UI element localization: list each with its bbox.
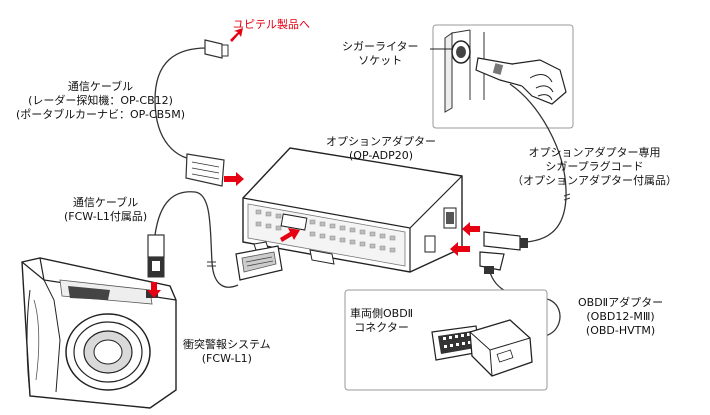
- arrow-obd: [450, 242, 470, 256]
- comm-cable-top-plug-b: [185, 153, 225, 187]
- cigar-socket-label: シガーライター ソケット: [342, 40, 419, 67]
- yupiteru-link-label[interactable]: ユピテル製品へ: [233, 18, 310, 31]
- red-arrows: [147, 28, 480, 298]
- arrow-comm-cable-top: [224, 172, 244, 186]
- fcw-system-label: 衝突警報システム (FCW-L1): [183, 338, 271, 365]
- arrow-plug-cord: [462, 222, 480, 236]
- fcw-cable-connector: [235, 241, 283, 281]
- comm-cable-top-plug-a: [204, 39, 229, 59]
- cigar-socket-illustration: [432, 24, 574, 129]
- arrow-yupiteru: [230, 28, 243, 42]
- obd-adapter-label: OBDⅡアダプター (OBD12-MⅢ) (OBD-HVTM): [578, 296, 664, 337]
- arrow-fcw-connector: [280, 228, 300, 242]
- obd-adapter-illustration: [469, 319, 533, 377]
- adapter-label: オプションアダプター (OP-ADP20): [326, 135, 436, 162]
- comm-cable-fcw-label: 通信ケーブル (FCW-L1付属品): [64, 196, 148, 223]
- plug-cord-connector: [483, 231, 528, 251]
- plug-cord: [509, 83, 567, 243]
- obd-adapter-plug: [479, 251, 505, 274]
- fcw-unit-illustration: [21, 257, 177, 409]
- vehicle-obd-label: 車両側OBDⅡ コネクター: [350, 307, 414, 334]
- plug-cord-label: オプションアダプター専用 シガープラグコード （オプションアダプター付属品）: [512, 146, 677, 187]
- option-adapter-illustration: [242, 147, 463, 273]
- comm-cable-top-label: 通信ケーブル (レーダー探知機：OP-CB12) (ポータブルカーナビ：OP-C…: [16, 80, 185, 121]
- fcw-cable-plug: [147, 234, 165, 278]
- comm-cable-fcw: [154, 191, 239, 288]
- arrow-fcw-unit: [147, 282, 161, 298]
- comm-cable-top: [154, 47, 208, 161]
